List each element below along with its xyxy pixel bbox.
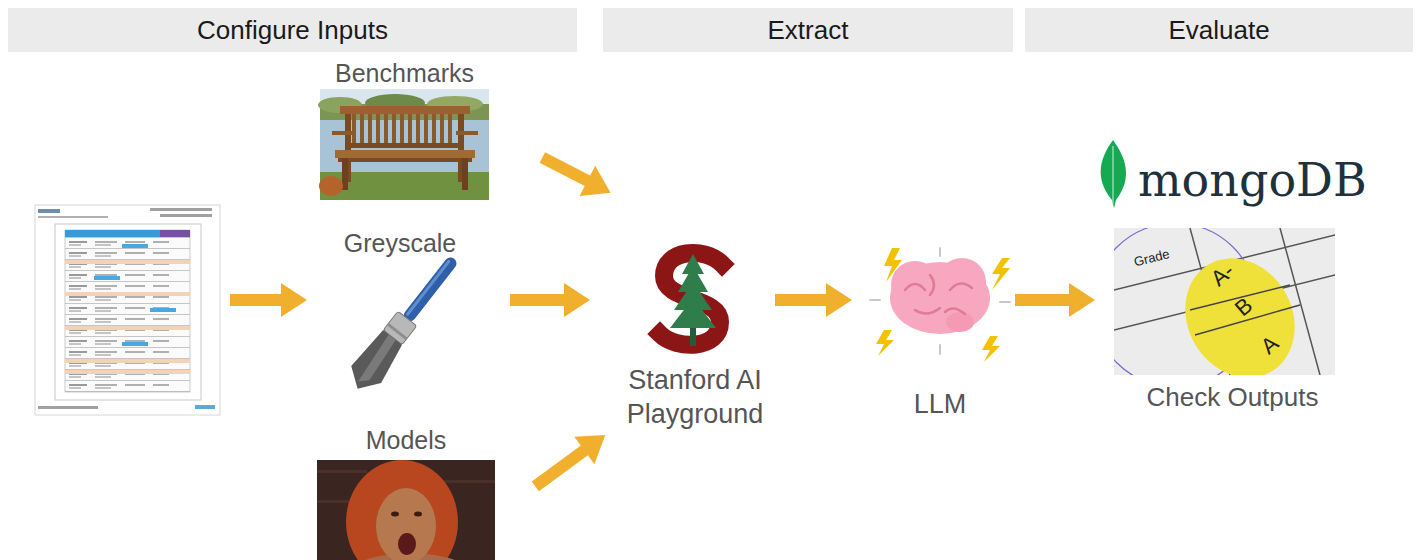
grade-photo bbox=[1114, 228, 1335, 375]
bench-photo bbox=[318, 89, 489, 200]
stanford-logo bbox=[660, 253, 722, 346]
mongodb-leaf bbox=[1101, 140, 1126, 208]
section-band: Extract bbox=[603, 8, 1013, 52]
flow-arrow bbox=[532, 435, 606, 491]
models-input: Models bbox=[317, 425, 495, 560]
node-label: Stanford AI Playground bbox=[615, 363, 775, 431]
node-label: Benchmarks bbox=[310, 58, 499, 88]
flow-arrow bbox=[775, 283, 852, 317]
node-label: Extract bbox=[603, 8, 1013, 52]
node-label: Check Outputs bbox=[1095, 381, 1370, 413]
node-label: Evaluate bbox=[1025, 8, 1413, 52]
grade-letter: A- bbox=[1206, 258, 1240, 292]
node-label: Greyscale bbox=[320, 228, 480, 258]
playground-node: Stanford AI Playground bbox=[615, 180, 775, 430]
node-label: Models bbox=[317, 425, 495, 455]
grade-letter: B bbox=[1230, 293, 1258, 322]
brain-icon bbox=[870, 248, 1010, 362]
flow-arrow bbox=[510, 283, 590, 317]
node-label: Configure Inputs bbox=[8, 8, 577, 52]
section-band: Configure Inputs bbox=[8, 8, 577, 52]
document-thumbnail bbox=[35, 205, 220, 415]
brush-icon bbox=[343, 249, 470, 398]
models-photo bbox=[317, 460, 495, 560]
brand-name: mongoDB bbox=[1138, 153, 1370, 207]
flow-arrow bbox=[540, 152, 611, 196]
leaf-vein bbox=[1112, 146, 1113, 204]
greyscale-input: Greyscale bbox=[330, 228, 470, 395]
photo-text: Grade bbox=[1132, 245, 1171, 270]
grade-letter: A bbox=[1256, 331, 1284, 360]
llm-node: LLM bbox=[870, 245, 1010, 420]
node-label: LLM bbox=[870, 387, 1010, 421]
benchmarks-input: Benchmarks bbox=[320, 58, 489, 200]
section-band: Evaluate bbox=[1025, 8, 1413, 52]
input-arrow bbox=[230, 283, 307, 317]
flow-arrow bbox=[1015, 283, 1095, 317]
